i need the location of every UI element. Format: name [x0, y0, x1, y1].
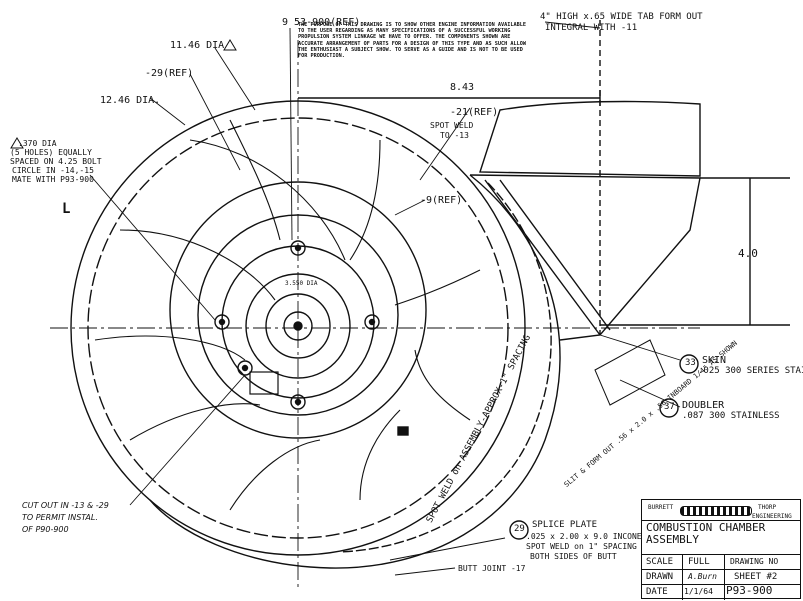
volute-scroll — [149, 174, 561, 569]
drain-mark — [397, 426, 409, 436]
callout-num-splice: 29 — [514, 524, 525, 534]
hub-circle-1 — [245, 273, 351, 379]
tab-note-line2: INTEGRAL WITH -11 — [545, 23, 638, 33]
callout-circle-splice — [509, 520, 529, 540]
callout-num-doubler: 37 — [664, 402, 675, 412]
hole-note-line5: MATE WITH P93-900 — [12, 175, 94, 184]
company-logo-icon — [680, 506, 752, 516]
tail-diagonal-2 — [499, 179, 611, 331]
spot-weld-label-1: SPOT WELD — [430, 121, 474, 130]
butt-joint-label: BUTT JOINT -17 — [458, 564, 526, 573]
skin-line1: SKIN — [702, 355, 727, 366]
skin-line2: .025 300 SERIES STAINLESS — [698, 366, 803, 376]
doubler-line1: DOUBLER — [682, 400, 725, 411]
tab-note-line1: 4" HIGH x.65 WIDE TAB FORM OUT — [540, 12, 703, 22]
sheet-label: SHEET #2 — [734, 572, 778, 582]
drawn-label: DRAWN — [646, 572, 674, 582]
dim-40-label: 4.0 — [738, 247, 758, 260]
view-letter: L — [62, 201, 71, 217]
scale-label: SCALE — [646, 557, 674, 567]
leader-lines — [89, 21, 681, 576]
exhaust-tail — [469, 174, 701, 341]
hole-note-line4: CIRCLE IN -14,-15 — [12, 166, 94, 175]
cutout-line3: OF P90-900 — [22, 525, 69, 534]
date-value: 1/1/64 — [684, 587, 713, 596]
bolt-spacing-label: 9 53-900(REF) — [282, 17, 361, 28]
cutout-line2: TO PERMIT INSTAL. — [22, 513, 98, 522]
turbine-ring-mid — [197, 214, 399, 416]
callout-circle-skin — [679, 354, 699, 374]
cutout-block — [249, 371, 279, 395]
spot-weld-label-2: TO -13 — [440, 131, 469, 140]
company-left: BURRETT — [648, 504, 674, 511]
company-right: THORP — [758, 504, 777, 511]
splice-line2: .025 x 2.00 x 9.0 INCONEL — [526, 532, 647, 541]
hub-circle-3 — [283, 311, 313, 341]
ref-29-label: -29(REF) — [145, 68, 194, 79]
company-sub: ENGINEERING — [752, 513, 792, 520]
title-line2: ASSEMBLY — [646, 533, 699, 546]
drawn-value: A.Burn — [688, 572, 717, 581]
date-label: DATE — [646, 587, 668, 597]
volute-inner-scroll — [339, 182, 552, 553]
turbine-ring-outer — [169, 181, 427, 439]
scale-value: FULL — [688, 557, 710, 567]
dia-1146-label: 11.46 DIA — [170, 40, 225, 51]
cutout-line1: CUT OUT IN -13 & -29 — [22, 501, 109, 510]
callout-num-skin: 33 — [685, 358, 696, 368]
swirl-vanes — [94, 119, 481, 511]
hole-note-line3: SPACED ON 4.25 BOLT — [10, 157, 102, 166]
splice-line1: SPLICE PLATE — [532, 520, 598, 530]
revision-mark-1 — [223, 39, 237, 51]
ref-9-label: -9(REF) — [420, 195, 463, 206]
dia-1246-label: 12.46 DIA. — [100, 95, 161, 106]
drawing-no-label: DRAWING NO — [730, 557, 779, 566]
hole-note-line1: .370 DIA — [18, 139, 57, 148]
hole-note-line2: (5 HOLES) EQUALLY — [10, 148, 92, 157]
tab-form-out — [479, 100, 701, 177]
doubler-line2: .087 300 STAINLESS — [682, 411, 780, 421]
drawing-number: P93-900 — [726, 584, 773, 597]
hub-center — [293, 321, 303, 331]
dim-843-label: 8.43 — [450, 82, 475, 93]
splice-line4: BOTH SIDES OF BUTT — [530, 552, 617, 561]
hub-dia-label: 3.550 DIA — [285, 280, 318, 287]
revision-mark-2 — [10, 137, 24, 149]
hub-circle-2 — [265, 293, 331, 359]
title-block: BURRETT THORP ENGINEERING COMBUSTION CHA… — [641, 499, 801, 600]
tail-diagonal-1 — [484, 179, 601, 336]
splice-line3: SPOT WELD on 1" SPACING — [526, 542, 637, 551]
callout-circle-doubler — [659, 398, 679, 418]
general-note: THE PURPOSE OF THIS DRAWING IS TO SHOW O… — [298, 22, 526, 60]
ref-21-label: -21(REF) — [450, 107, 499, 118]
title-line1: COMBUSTION CHAMBER — [646, 521, 766, 534]
slit-form-out — [594, 339, 666, 406]
